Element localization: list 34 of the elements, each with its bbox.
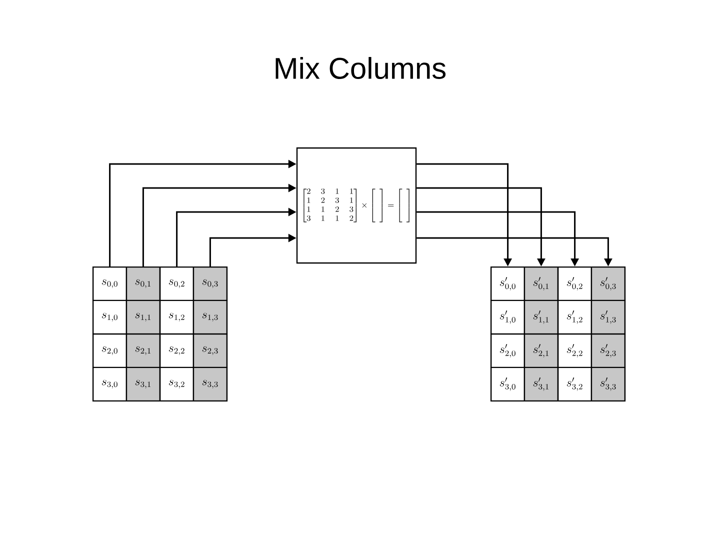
state-cell: $s'_{3,2}$: [557, 366, 592, 402]
state-cell: $s_{1,2}$: [159, 300, 194, 335]
state-cell: $s'_{1,1}$: [524, 300, 559, 335]
state-cell: $s_{2,1}$: [126, 333, 161, 368]
state-cell: $s'_{2,0}$: [490, 333, 526, 368]
state-cell: $s'_{0,3}$: [590, 266, 626, 302]
state-cell: $s_{0,0}$: [92, 266, 128, 302]
state-cell: $s_{2,0}$: [92, 333, 128, 368]
state-cell: $s_{2,2}$: [159, 333, 194, 368]
process-box: $\begin{bmatrix}2&3&1&1\\1&2&3&1\\1&1&2&3\\3&1&1&2\end{bmatrix}\times\begin{bmatrix}\phantom{0}\\ \\ \\ \\ \end{bmatrix}=\begin{bmatrix}\phantom{0}\\ \\ \\ \\ \end{bmatrix}$: [296, 147, 417, 264]
state-cell: $s_{3,3}$: [192, 366, 228, 402]
title: Mix Columns: [276, 56, 446, 80]
state-cell: $s'_{2,1}$: [524, 333, 559, 368]
state-cell: $s_{1,1}$: [126, 300, 161, 335]
state-cell: $s'_{1,2}$: [557, 300, 592, 335]
state-cell: $s_{0,1}$: [126, 266, 161, 302]
state-cell: $s'_{0,0}$: [490, 266, 526, 302]
state-cell: $s_{1,3}$: [192, 300, 228, 335]
state-cell: $s_{1,0}$: [92, 300, 128, 335]
state-cell: $s'_{3,0}$: [490, 366, 526, 402]
state-cell: $s'_{2,3}$: [590, 333, 626, 368]
state-cell: $s_{3,2}$: [159, 366, 194, 402]
state-cell: $s_{2,3}$: [192, 333, 228, 368]
state-cell: $s_{3,0}$: [92, 366, 128, 402]
state-cell: $s'_{3,3}$: [590, 366, 626, 402]
state-cell: $s'_{2,2}$: [557, 333, 592, 368]
state-cell: $s'_{0,2}$: [557, 266, 592, 302]
state-cell: $s_{0,3}$: [192, 266, 228, 302]
state-cell: $s_{0,2}$: [159, 266, 194, 302]
state-cell: $s_{3,1}$: [126, 366, 161, 402]
state-cell: $s'_{3,1}$: [524, 366, 559, 402]
state-cell: $s'_{1,3}$: [590, 300, 626, 335]
state-cell: $s'_{1,0}$: [490, 300, 526, 335]
state-cell: $s'_{0,1}$: [524, 266, 559, 302]
